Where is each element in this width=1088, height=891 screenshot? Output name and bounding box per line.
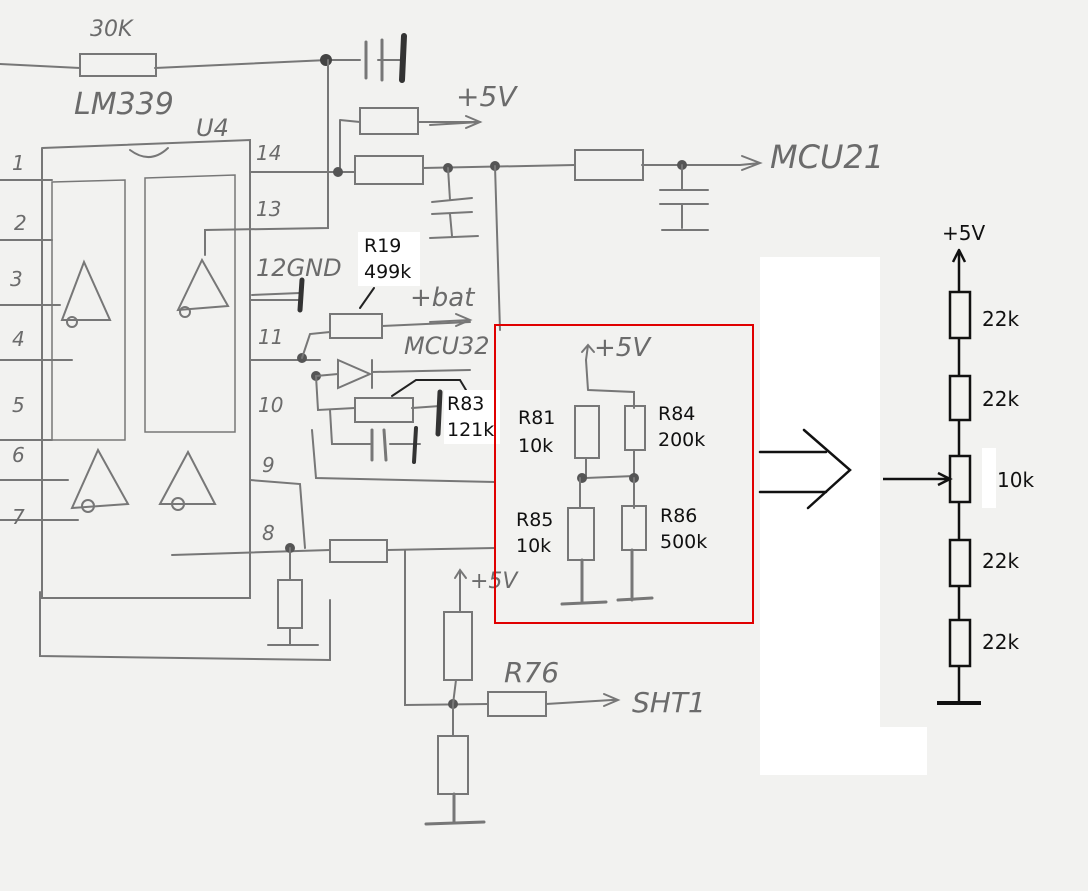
r86-ref: R86 (660, 505, 697, 527)
supply-label: +5V (942, 221, 985, 245)
label-12gnd: 12GND (256, 254, 342, 282)
pin-1: 1 (12, 151, 25, 175)
highlight-box (494, 324, 754, 624)
resistor-4 (948, 538, 972, 588)
pin-9: 9 (262, 453, 275, 477)
resistor-3 (948, 454, 972, 504)
equivalent-panel (760, 257, 927, 775)
wiper-arrow (883, 471, 953, 487)
label-patch-r19 (358, 232, 420, 286)
r86-value: 500k (660, 531, 707, 553)
label-patch-10k (982, 448, 996, 508)
resistor-1 (948, 290, 972, 340)
r84-value: 200k (658, 429, 705, 451)
label-sht1: SHT1 (632, 686, 706, 719)
label-ic-part: LM339 (74, 87, 174, 122)
pin-10: 10 (258, 393, 283, 417)
pin-8: 8 (262, 521, 275, 545)
resistor-5 (948, 618, 972, 668)
sketch-labels: 30K LM339 U4 +5V MCU21 12GND +bat MCU32 … (10, 17, 884, 719)
label-supply-top: +5V (456, 80, 518, 113)
r85-value: 10k (516, 535, 551, 557)
r19-value: 499k (364, 261, 411, 283)
label-supply-box: +5V (594, 333, 652, 363)
r83-ref: R83 (447, 393, 484, 415)
pin-4: 4 (12, 327, 25, 351)
label-bat: +bat (410, 283, 475, 313)
label-ic-ref: U4 (196, 114, 229, 142)
pin-5: 5 (12, 393, 25, 417)
equivalent-labels: +5V 22k 22k 10k 22k 22k (942, 221, 1034, 654)
label-30k: 30K (90, 17, 134, 42)
pin-3: 3 (10, 267, 23, 291)
r85-ref: R85 (516, 509, 553, 531)
resistor-label-3: 10k (997, 468, 1034, 492)
pencil-sketch (0, 33, 763, 826)
r19-ref: R19 (364, 235, 401, 257)
pin-14: 14 (256, 141, 281, 165)
equivalent-circuit (883, 248, 981, 705)
pin-11: 11 (258, 325, 283, 349)
pin-13: 13 (256, 197, 281, 221)
resistor-label-5: 22k (982, 630, 1019, 654)
pin-2: 2 (14, 211, 27, 235)
label-r76: R76 (504, 656, 559, 689)
typed-annotations: R19 499k R83 121k R81 10k R84 200k R85 1… (364, 235, 707, 557)
resistor-label-2: 22k (982, 387, 1019, 411)
resistor-2 (948, 374, 972, 422)
r84-ref: R84 (658, 403, 695, 425)
transform-arrow (758, 428, 852, 510)
label-mcu21: MCU21 (770, 138, 884, 176)
label-mcu32: MCU32 (404, 332, 490, 360)
resistor-label-1: 22k (982, 307, 1019, 331)
r81-ref: R81 (518, 407, 555, 429)
pin-7: 7 (12, 505, 25, 529)
r83-value: 121k (447, 419, 494, 441)
r81-value: 10k (518, 435, 553, 457)
resistor-label-4: 22k (982, 549, 1019, 573)
label-patch-r83 (444, 390, 500, 444)
pin-6: 6 (12, 443, 25, 467)
